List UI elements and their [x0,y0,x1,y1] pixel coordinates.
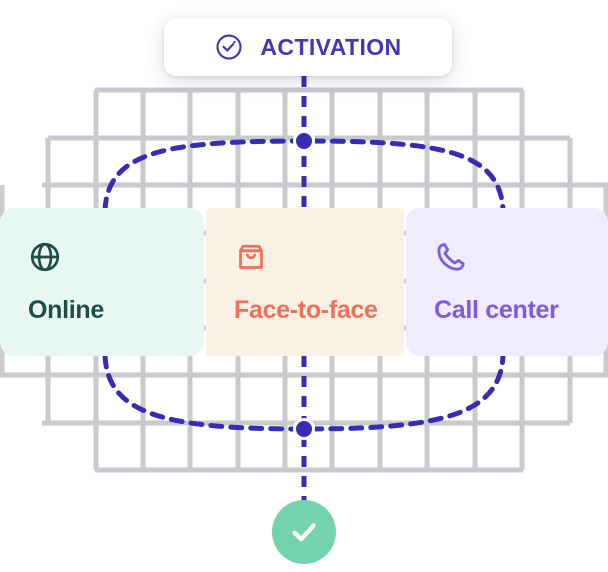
channel-card-face-to-face[interactable]: Face-to-face [206,208,404,356]
check-icon [287,515,321,549]
success-check-badge[interactable] [272,500,336,564]
activation-badge-label: ACTIVATION [260,33,402,60]
channel-card-label: Call center [434,296,559,324]
flow-node [293,418,315,440]
shopping-bag-icon [234,240,268,274]
flow-node [293,130,315,152]
channel-card-call-center[interactable]: Call center [406,208,608,356]
check-circle-sparkle-icon [214,32,244,62]
channel-card-label: Online [28,296,104,324]
globe-icon [28,240,62,274]
channel-card-online[interactable]: Online [0,208,204,356]
activation-badge[interactable]: ACTIVATION [164,18,452,76]
channel-card-label: Face-to-face [234,296,378,324]
phone-icon [434,240,468,274]
